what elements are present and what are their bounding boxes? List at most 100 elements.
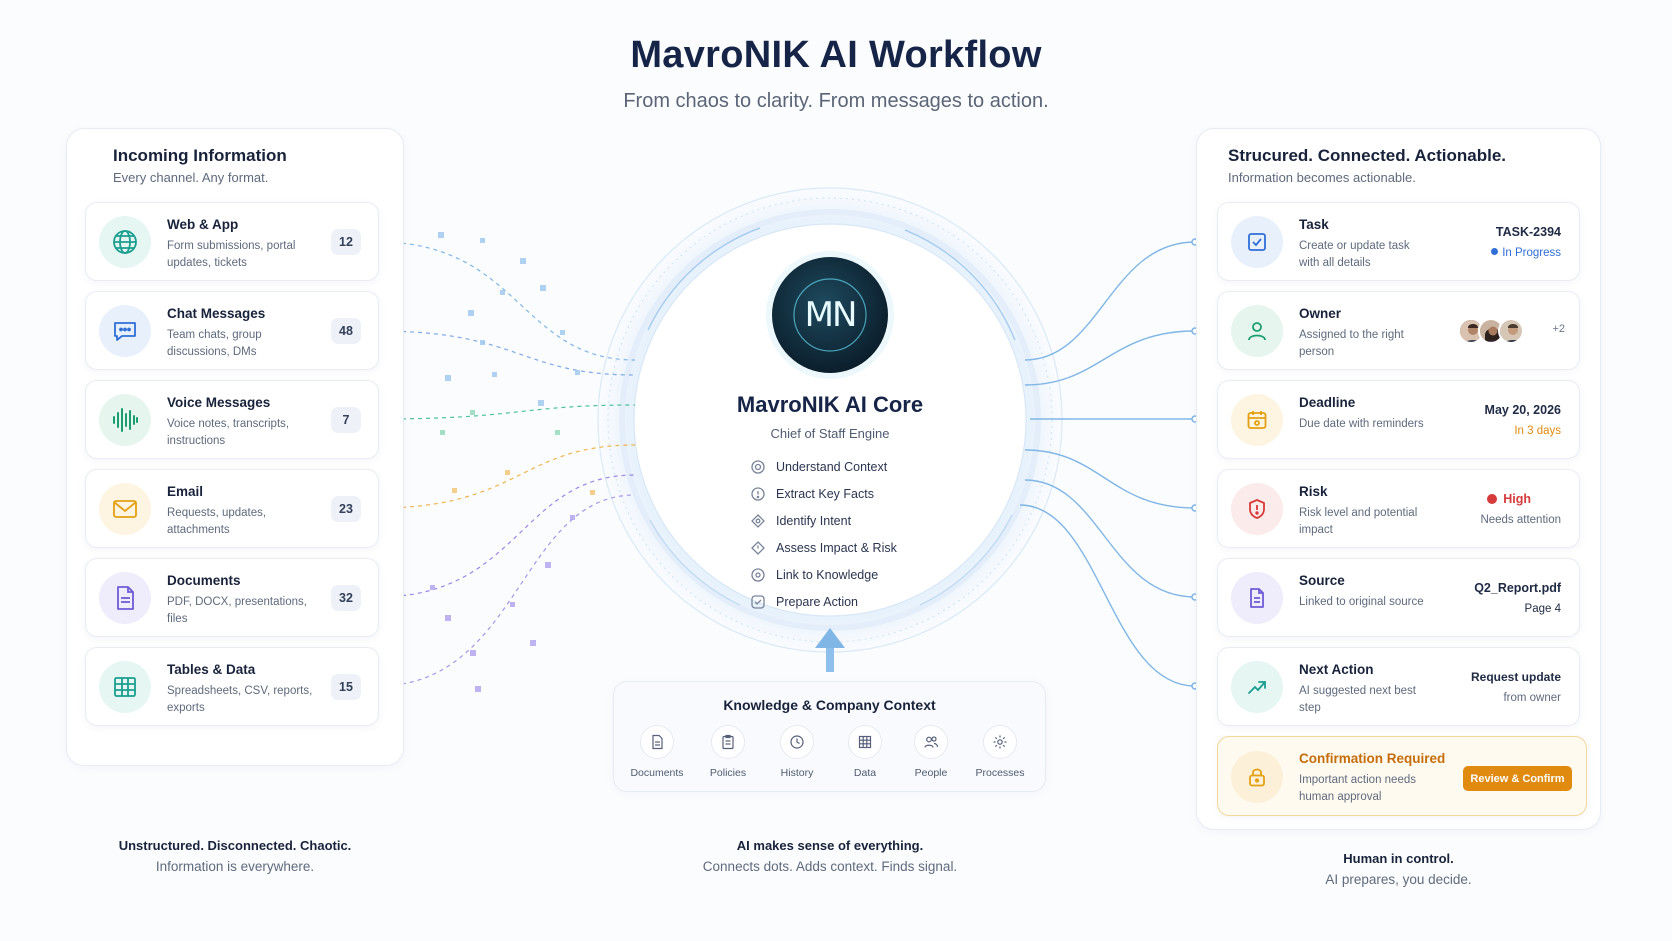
deadline-date: May 20, 2026 [1484, 403, 1561, 417]
source-desc: Voice notes, transcripts, instructions [167, 418, 290, 447]
waveform-icon [99, 394, 151, 446]
knowledge-item-label: Policies [709, 767, 747, 779]
table-icon [99, 661, 151, 713]
calendar-icon [1231, 394, 1283, 446]
incoming-title: Incoming Information [113, 146, 287, 165]
core-step: Extract Key Facts [750, 486, 874, 502]
output-title: Deadline [1299, 395, 1356, 410]
task-id: TASK-2394 [1495, 225, 1561, 239]
source-card-documents[interactable]: Documents PDF, DOCX, presentations, file… [85, 558, 379, 637]
knowledge-item-label: History [780, 767, 814, 779]
core-logo-text: MN [804, 295, 858, 335]
document-icon [1231, 572, 1283, 624]
next-action-detail: from owner [1503, 692, 1561, 704]
incoming-subtitle: Every channel. Any format. [113, 170, 269, 185]
source-card-web[interactable]: Web & App Form submissions, portal updat… [85, 202, 379, 281]
source-card-chat[interactable]: Chat Messages Team chats, group discussi… [85, 291, 379, 370]
source-desc: Team chats, group discussions, DMs [167, 329, 262, 358]
knowledge-item-data[interactable]: Data [833, 725, 897, 779]
envelope-icon [99, 483, 151, 535]
knowledge-item-processes[interactable]: Processes [968, 725, 1032, 779]
core-step: Assess Impact & Risk [750, 540, 897, 556]
incoming-header: Incoming Information Every channel. Any … [113, 146, 287, 185]
person-icon [1231, 305, 1283, 357]
source-page: Page 4 [1524, 603, 1561, 615]
output-desc: Create or update task with all details [1299, 240, 1410, 269]
avatar [1498, 318, 1524, 344]
link-icon [751, 568, 765, 582]
source-count: 7 [331, 407, 361, 433]
core-step-label: Prepare Action [776, 595, 858, 609]
output-title: Risk [1299, 484, 1328, 499]
target-icon [751, 460, 765, 474]
output-header: Strucured. Connected. Actionable. Inform… [1228, 146, 1506, 185]
confirmation-desc: Important action needs human approval [1299, 774, 1416, 803]
task-status: In Progress [1491, 247, 1561, 259]
output-title: Next Action [1299, 662, 1374, 677]
history-icon [780, 725, 814, 759]
core-step-label: Understand Context [776, 460, 888, 474]
source-title: Tables & Data [167, 662, 256, 677]
core-step-label: Assess Impact & Risk [776, 541, 897, 555]
knowledge-item-people[interactable]: People [899, 725, 963, 779]
output-title: Owner [1299, 306, 1342, 321]
confirmation-title: Confirmation Required [1299, 751, 1446, 766]
risk-label: High [1503, 492, 1531, 506]
output-desc: Risk level and potential impact [1299, 507, 1418, 536]
confirmation-card[interactable]: Confirmation Required Important action n… [1217, 736, 1587, 816]
next-action-value: Request update [1470, 670, 1561, 684]
avatar [1478, 318, 1504, 344]
output-desc: Linked to original source [1299, 596, 1424, 608]
core-step-label: Extract Key Facts [776, 487, 874, 501]
incoming-footer-bold: Unstructured. Disconnected. Chaotic. [118, 838, 352, 853]
checkbox-icon [1231, 216, 1283, 268]
source-desc: Spreadsheets, CSV, reports, exports [167, 685, 313, 714]
source-desc: PDF, DOCX, presentations, files [167, 596, 307, 625]
source-card-tables[interactable]: Tables & Data Spreadsheets, CSV, reports… [85, 647, 379, 726]
knowledge-item-policies[interactable]: Policies [696, 725, 760, 779]
output-card-owner[interactable]: Owner Assigned to the right person +2 [1217, 291, 1580, 370]
people-icon [914, 725, 948, 759]
source-count: 15 [331, 674, 361, 700]
core-footer-text: Connects dots. Adds context. Finds signa… [702, 859, 958, 874]
output-subtitle: Information becomes actionable. [1228, 170, 1416, 185]
impact-icon [751, 541, 765, 555]
output-card-next-action[interactable]: Next Action AI suggested next best step … [1217, 647, 1580, 726]
source-card-email[interactable]: Email Requests, updates, attachments 23 [85, 469, 379, 548]
output-card-risk[interactable]: Risk Risk level and potential impact Hig… [1217, 469, 1580, 548]
source-count: 48 [331, 318, 361, 344]
output-footer-bold: Human in control. [1343, 851, 1454, 866]
source-desc: Form submissions, portal updates, ticket… [167, 240, 296, 269]
page-subtitle: From chaos to clarity. From messages to … [623, 90, 1049, 112]
output-card-deadline[interactable]: Deadline Due date with reminders May 20,… [1217, 380, 1580, 459]
core-step: Link to Knowledge [750, 567, 878, 583]
key-facts-icon [751, 487, 765, 501]
source-count: 32 [331, 585, 361, 611]
knowledge-item-label: People [914, 767, 948, 779]
core-step: Understand Context [750, 459, 887, 475]
check-icon [751, 595, 765, 609]
risk-level: High [1487, 492, 1531, 506]
output-card-task[interactable]: Task Create or update task with all deta… [1217, 202, 1580, 281]
lock-icon [1231, 751, 1283, 803]
document-icon [99, 572, 151, 624]
knowledge-title: Knowledge & Company Context [723, 697, 936, 713]
risk-note: Needs attention [1480, 514, 1561, 526]
trend-arrow-icon [1231, 661, 1283, 713]
source-card-voice[interactable]: Voice Messages Voice notes, transcripts,… [85, 380, 379, 459]
core-step-label: Link to Knowledge [776, 568, 879, 582]
review-confirm-button[interactable]: Review & Confirm [1463, 766, 1572, 791]
status-label: In Progress [1502, 247, 1561, 259]
core-subtitle: Chief of Staff Engine [770, 426, 890, 441]
output-card-source[interactable]: Source Linked to original source Q2_Repo… [1217, 558, 1580, 637]
deadline-relative: In 3 days [1514, 425, 1561, 437]
globe-icon [99, 216, 151, 268]
source-desc: Requests, updates, attachments [167, 507, 267, 536]
knowledge-item-documents[interactable]: Documents [625, 725, 689, 779]
output-footer-text: AI prepares, you decide. [1325, 872, 1472, 887]
table-icon [848, 725, 882, 759]
knowledge-item-history[interactable]: History [765, 725, 829, 779]
document-icon [640, 725, 674, 759]
status-dot [1491, 248, 1499, 255]
